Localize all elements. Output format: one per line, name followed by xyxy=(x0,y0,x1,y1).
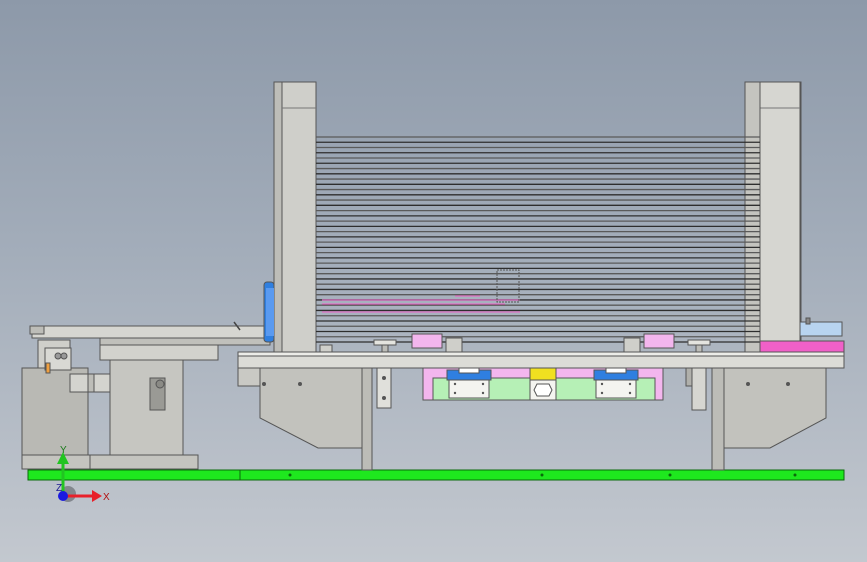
feeder-foot-right xyxy=(89,454,199,470)
feeder-arm-tip xyxy=(29,325,45,335)
triad-z-axis xyxy=(58,491,68,501)
platform-fixtures[interactable] xyxy=(319,333,711,353)
triad-x-label: X xyxy=(103,492,110,503)
platform-top-edge xyxy=(237,351,845,357)
left-post[interactable] xyxy=(263,81,317,353)
fixture-pink-left xyxy=(411,333,443,349)
base-plate-bolts xyxy=(288,473,797,477)
right-post[interactable] xyxy=(744,81,802,353)
sheet-stack[interactable] xyxy=(316,136,760,343)
right-bracket xyxy=(685,367,827,471)
feeder-rod-ring xyxy=(87,373,95,393)
feeder-arm-lower xyxy=(99,337,271,346)
platform-left-block xyxy=(237,367,261,387)
magenta-rail xyxy=(759,340,845,353)
light-blue-tab xyxy=(799,321,843,337)
left-feeder-unit[interactable] xyxy=(21,325,271,470)
pink-sheets xyxy=(322,295,520,313)
feeder-top-plate xyxy=(99,344,219,361)
arm-hook xyxy=(233,321,241,331)
left-bracket xyxy=(259,367,392,471)
base-plate[interactable] xyxy=(27,469,845,481)
feeder-connector xyxy=(45,362,51,374)
feeder-arm xyxy=(31,325,271,339)
fixture-pink-right xyxy=(643,333,675,349)
right-rail[interactable] xyxy=(759,317,845,353)
triad-y-label: Y xyxy=(60,445,67,456)
feeder-foot xyxy=(21,454,91,470)
stack-center-mark xyxy=(496,269,520,303)
jig-yellow-block xyxy=(529,367,557,381)
feeder-column xyxy=(109,359,184,456)
jig-white-right xyxy=(595,379,637,399)
triad-z-label: Z xyxy=(56,483,62,494)
coordinate-triad: Y X Z xyxy=(56,445,110,503)
center-jig[interactable] xyxy=(422,367,664,401)
jig-white-left xyxy=(448,379,490,399)
